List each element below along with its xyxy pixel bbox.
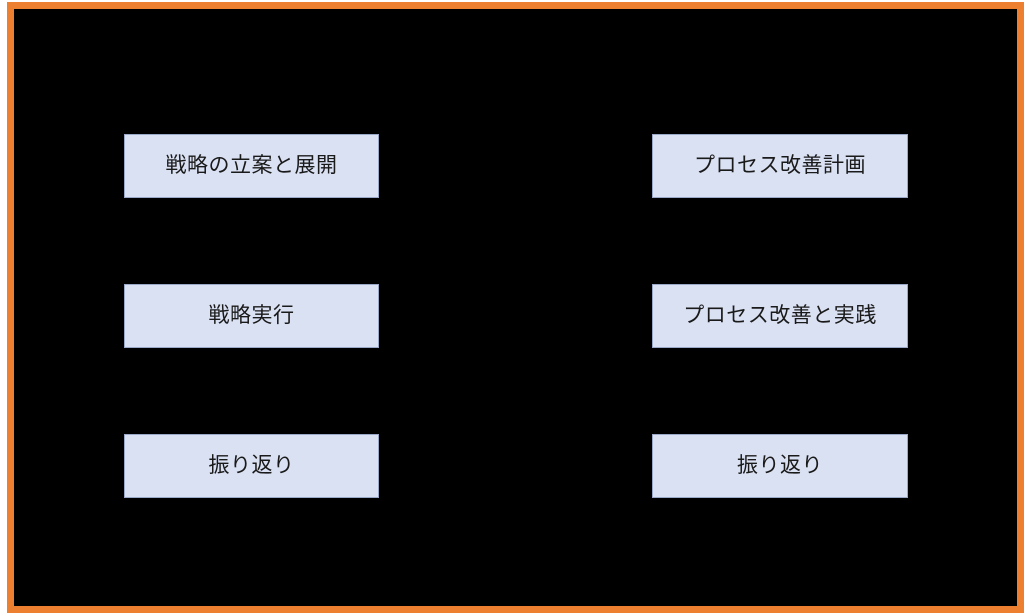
node-process-review[interactable]: 振り返り [652,434,908,498]
node-strategy-review[interactable]: 振り返り [124,434,379,498]
node-process-improvement-practice[interactable]: プロセス改善と実践 [652,284,908,348]
orange-frame-border-bottom [7,606,1024,613]
node-label: プロセス改善計画 [694,154,866,178]
node-label: プロセス改善と実践 [683,304,877,328]
diagram-canvas: 戦略の立案と展開 戦略実行 振り返り プロセス改善計画 プロセス改善と実践 振り… [14,9,1017,606]
node-label: 振り返り [737,454,823,478]
node-label: 振り返り [208,454,295,478]
node-process-improvement-plan[interactable]: プロセス改善計画 [652,134,908,198]
node-strategy-execution[interactable]: 戦略実行 [124,284,379,348]
node-label: 戦略の立案と展開 [165,154,338,178]
orange-frame-border-right [1017,2,1024,613]
node-label: 戦略実行 [208,304,295,328]
node-strategy-planning[interactable]: 戦略の立案と展開 [124,134,379,198]
orange-frame-border [7,2,1024,613]
